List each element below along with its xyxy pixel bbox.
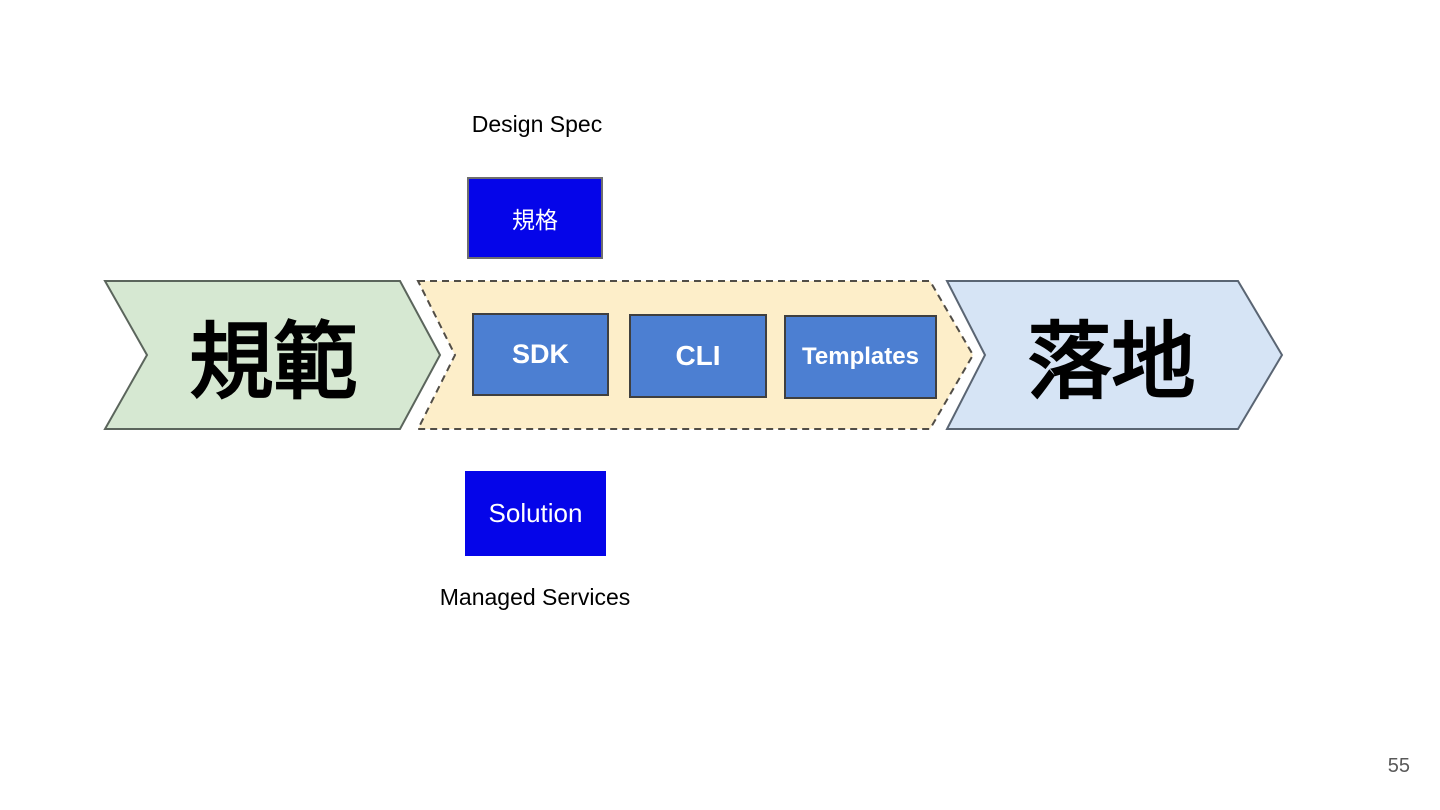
- cli-box: CLI: [629, 314, 767, 398]
- solution-box: Solution: [465, 471, 606, 556]
- page-number: 55: [1387, 755, 1410, 777]
- templates-box: Templates: [784, 315, 937, 399]
- managed-services-label: Managed Services: [439, 584, 631, 610]
- sdk-box: SDK: [472, 313, 609, 396]
- right-arrow-label: 落地: [1027, 314, 1196, 409]
- spec-box: 規格: [467, 177, 603, 259]
- design-spec-label: Design Spec: [471, 111, 603, 137]
- left-arrow-label: 規範: [189, 314, 358, 409]
- left-arrow-shape: [103, 280, 442, 430]
- right-arrow-shape: [945, 280, 1284, 430]
